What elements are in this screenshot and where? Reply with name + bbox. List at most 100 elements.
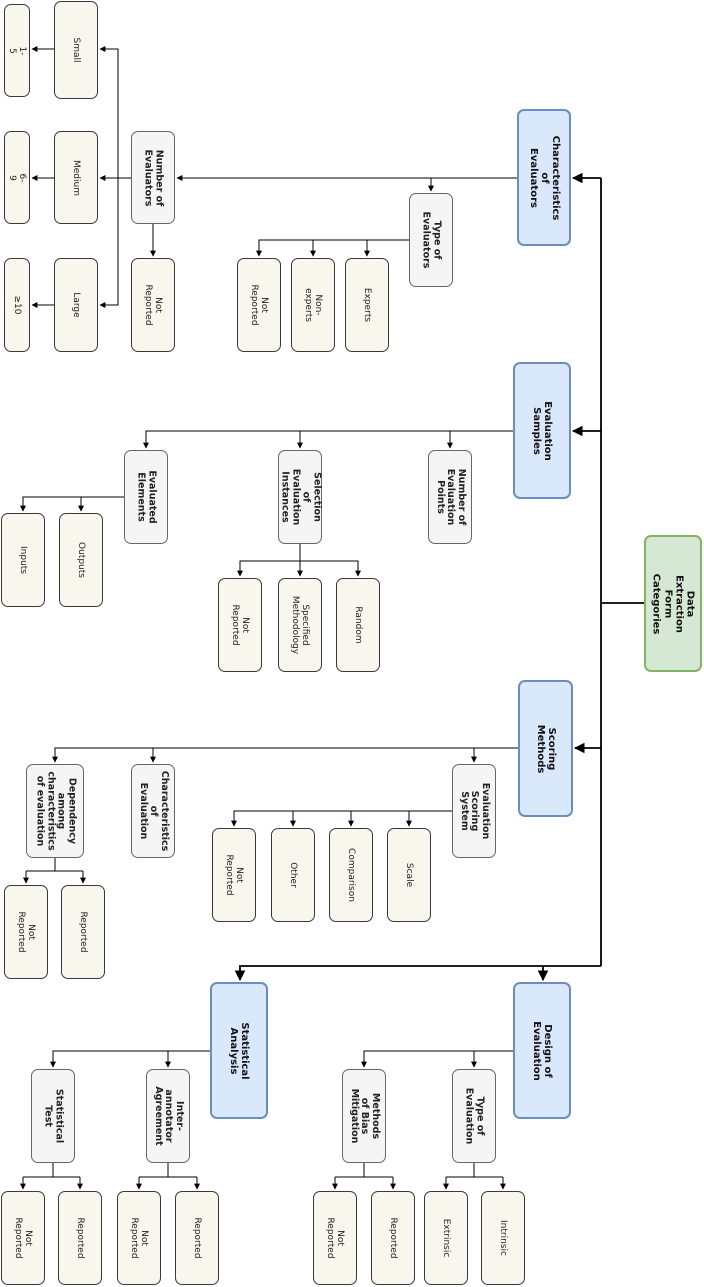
node-extrinsic: Extrinsic [424, 1191, 468, 1285]
node-scale: Scale [387, 828, 431, 922]
node-label: Other [288, 862, 299, 888]
node-comparison: Comparison [329, 828, 373, 922]
node-small: Small [54, 1, 98, 99]
node-test-reported: Reported [58, 1191, 102, 1285]
node-label: Outputs [76, 542, 87, 578]
node-evaluated-elements: Evaluated Elements [124, 450, 168, 544]
node-scoring-not-reported: Not Reported [212, 828, 256, 922]
node-label: Specified Methodology [290, 595, 311, 655]
node-random: Random [336, 578, 380, 672]
node-bias-not-reported: Not Reported [313, 1191, 357, 1285]
node-scoring-methods: Scoring Methods [518, 680, 573, 817]
node-large: Large [54, 258, 98, 352]
connector-to-dependency [52, 747, 518, 763]
node-other: Other [271, 828, 315, 922]
node-label: Not Reported [325, 1217, 346, 1259]
node-number-of-evaluation-points: Number of Evaluation Points [428, 450, 472, 544]
node-medium: Medium [54, 131, 98, 224]
node-range-large: ≥10 [4, 258, 30, 352]
node-label: Not Reported [249, 284, 270, 326]
node-label: Reported [388, 1217, 399, 1259]
node-bias-reported: Reported [371, 1191, 415, 1285]
node-root-label: Data Extraction Form Categories [650, 573, 696, 634]
node-range-medium: 6-9 [4, 131, 30, 224]
node-label: Reported [75, 1217, 86, 1259]
node-label: Scale [404, 862, 415, 888]
node-label: Comparison [346, 848, 357, 902]
node-label: Reported [192, 1217, 203, 1259]
connector-to-random [300, 560, 361, 577]
node-characteristics-of-evaluators: Characteristics of Evaluators [517, 109, 571, 246]
node-label: Scoring Methods [534, 724, 557, 773]
node-label: Not Reported [129, 1217, 150, 1259]
connector-to-inputs [20, 496, 146, 512]
node-statistical-test: Statistical Test [31, 1069, 75, 1163]
node-label: 1-5 [7, 46, 28, 55]
node-inputs: Inputs [1, 513, 45, 607]
node-label: Large [71, 292, 82, 318]
node-intrinsic: Intrinsic [481, 1191, 525, 1285]
node-label: Statistical Analysis [228, 1021, 251, 1080]
node-label: Experts [362, 287, 373, 323]
node-range-small: 1-5 [4, 4, 30, 97]
node-label: Reported [78, 911, 89, 953]
node-label: Evaluated Elements [136, 470, 158, 524]
node-label: Not Reported [16, 911, 37, 953]
node-label: Not Reported [224, 854, 245, 896]
node-type-of-evaluators: Type of Evaluators [409, 193, 453, 287]
node-dependency-reported: Reported [61, 885, 105, 979]
node-label: Not Reported [143, 284, 164, 326]
connector-to-selection-not-reported [237, 560, 300, 577]
node-experts: Experts [345, 258, 389, 352]
connector-to-statistical-test [50, 1050, 210, 1068]
node-label: Type of Evaluation [464, 1087, 486, 1145]
node-label: Number of Evaluation Points [434, 468, 467, 526]
node-label: Inter-annotator Agreement [152, 1086, 185, 1146]
node-label: ≥10 [12, 295, 23, 315]
node-non-experts: Non-experts [291, 258, 335, 352]
node-label: Design of Evaluation [531, 1020, 554, 1081]
connector-to-small [99, 46, 119, 178]
connector-to-statistical [234, 965, 601, 982]
connector-to-large [99, 178, 119, 308]
node-evaluators-not-reported: Not Reported [131, 258, 175, 352]
node-design-of-evaluation: Design of Evaluation [513, 982, 571, 1119]
node-methods-of-bias-mitigation: Methods of Bias Mitigation [342, 1069, 386, 1163]
node-specified-methodology: Specified Methodology [278, 578, 322, 672]
node-selection-not-reported: Not Reported [218, 578, 262, 672]
node-label: Selection of Evaluation Instances [279, 468, 323, 526]
connector-to-type-not-reported [256, 239, 409, 257]
node-label: Methods of Bias Mitigation [348, 1088, 381, 1144]
node-label: Not Reported [230, 604, 251, 646]
node-iaa-not-reported: Not Reported [117, 1191, 161, 1285]
node-label: Characteristics of Evaluation [137, 770, 170, 852]
node-label: Small [71, 37, 82, 63]
node-label: Evaluation Samples [531, 400, 554, 461]
node-evaluation-scoring-system: Evaluation Scoring System [452, 764, 496, 858]
node-evaluation-samples: Evaluation Samples [513, 362, 571, 499]
node-test-not-reported: Not Reported [1, 1191, 45, 1285]
node-type-not-reported: Not Reported [237, 258, 281, 352]
node-dependency-among-characteristics: Dependency among characteristics of eval… [26, 764, 84, 858]
node-iaa-reported: Reported [175, 1191, 219, 1285]
node-label: Extrinsic [441, 1218, 452, 1258]
node-label: Intrinsic [498, 1220, 509, 1256]
node-characteristics-of-evaluation: Characteristics of Evaluation [131, 764, 175, 858]
node-root: Data Extraction Form Categories [644, 535, 702, 672]
connector-to-scoring-not-reported [231, 810, 452, 827]
node-label: Not Reported [13, 1217, 34, 1259]
connector-to-evaluated-elements [143, 430, 513, 449]
node-label: Random [353, 606, 364, 644]
node-label: Dependency among characteristics of eval… [34, 771, 78, 851]
node-label: Type of Evaluators [421, 211, 443, 269]
connector-to-bias-mitigation [361, 1050, 513, 1068]
node-label: Characteristics of Evaluators [527, 135, 561, 220]
node-inter-annotator-agreement: Inter-annotator Agreement [146, 1069, 190, 1163]
node-label: Inputs [18, 546, 29, 574]
node-statistical-analysis: Statistical Analysis [210, 982, 268, 1119]
node-label: Non-experts [303, 288, 324, 322]
node-label: Evaluation Scoring System [458, 782, 491, 840]
node-selection-of-evaluation-instances: Selection of Evaluation Instances [278, 450, 322, 544]
